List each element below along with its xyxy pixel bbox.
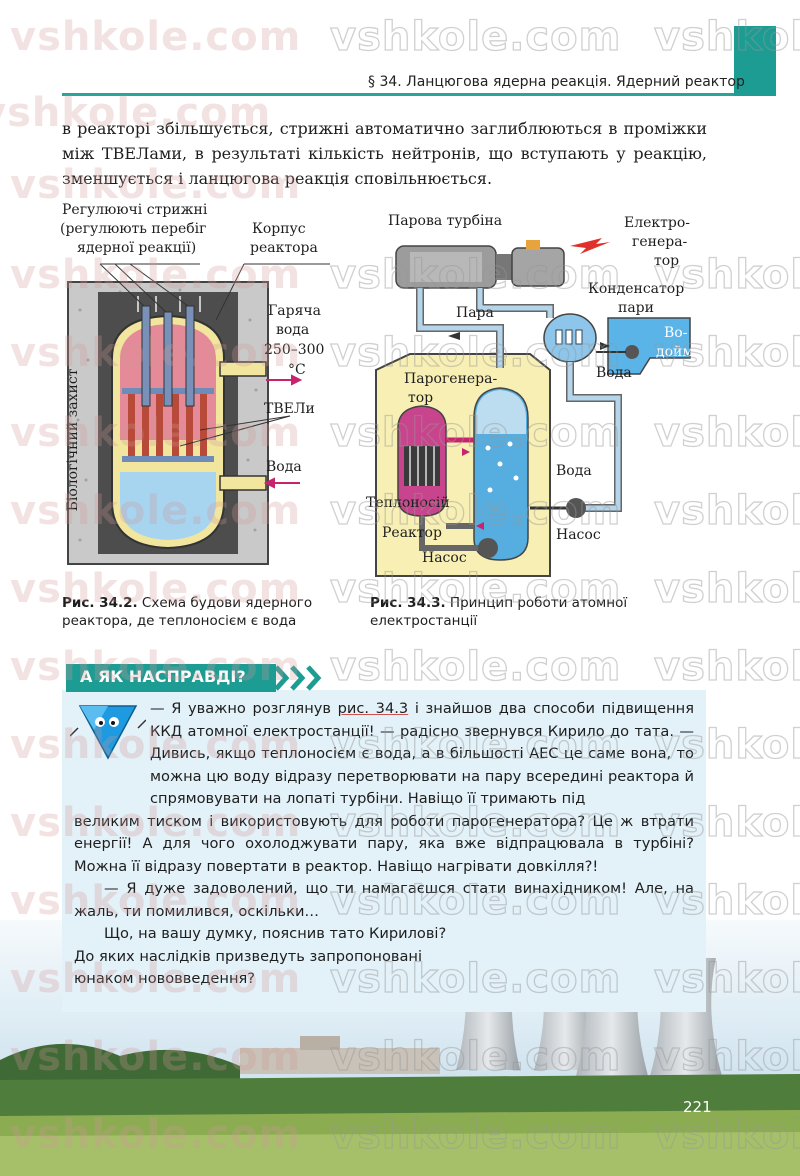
watermark: vshkole.com xyxy=(329,487,622,534)
reactor-diagram xyxy=(67,263,330,565)
intro-paragraph: в реакторі збільшується, стрижні автомат… xyxy=(62,119,707,188)
label-reactor-case: Корпус xyxy=(252,221,306,237)
label-condenser-2: пари xyxy=(618,300,654,316)
watermark: vshkole.com xyxy=(653,955,800,1002)
watermark: vshkole.com xyxy=(653,799,800,846)
caption-fig-34-3-line2: електростанції xyxy=(370,613,478,629)
watermark: vshkole.com xyxy=(10,1034,302,1080)
section-title: § 34. Ланцюгова ядерна реакція. Ядерний … xyxy=(368,74,745,90)
label-hot-water-2: вода xyxy=(276,322,310,338)
watermark: vshkole.com xyxy=(10,566,302,612)
pump-primary xyxy=(478,538,498,558)
watermark: vshkole.com xyxy=(10,488,302,534)
power-plant-diagram xyxy=(375,238,691,577)
watermark: vshkole.com xyxy=(329,409,622,456)
watermark: vshkole.com xyxy=(653,1111,800,1158)
watermark: vshkole.com xyxy=(329,329,622,376)
header-tab xyxy=(734,26,776,96)
label-steam-turbine: Парова турбіна xyxy=(388,213,503,229)
reservoir xyxy=(607,317,691,375)
cold-water xyxy=(120,472,216,540)
watermark: vshkole.com xyxy=(653,487,800,534)
box-title: А ЯК НАСПРАВДІ? xyxy=(80,667,246,686)
label-condenser: Конденсатор xyxy=(588,281,685,297)
watermark: vshkole.com xyxy=(10,644,302,690)
dialog-text: — Я уважно розглянув рис. 34.3 і знайшов… xyxy=(74,698,694,991)
watermark: vshkole.com xyxy=(10,252,302,298)
caption-fig-34-3: Рис. 34.3. Принцип роботи атомної xyxy=(370,595,628,611)
question-paragraph: Що, на вашу думку, пояснив тато Кирилові… xyxy=(74,925,447,987)
dialog-paragraph-1: — Я уважно розглянув рис. 34.3 і знайшов… xyxy=(150,700,695,807)
figure-reference-link[interactable]: рис. 34.3 xyxy=(337,700,409,717)
watermark: vshkole.com xyxy=(10,956,302,1002)
chevron-right-icon xyxy=(274,665,322,691)
label-fuel-rods: ТВЕЛи xyxy=(264,401,315,417)
watermark: vshkole.com xyxy=(653,1033,800,1080)
label-generator: Електро- xyxy=(624,215,691,231)
label-hot-water: Гаряча xyxy=(268,303,322,319)
label-steam: Пара xyxy=(456,305,494,321)
label-water-inlet: Вода xyxy=(266,459,302,475)
box-banner xyxy=(66,664,276,692)
watermark: vshkole.com xyxy=(653,721,800,768)
mascot-icon xyxy=(70,705,146,760)
label-reactor: Реактор xyxy=(382,525,442,541)
watermark: vshkole.com xyxy=(329,1033,622,1080)
watermark: vshkole.com xyxy=(10,162,302,208)
watermark: vshkole.com xyxy=(329,643,622,690)
watermark: vshkole.com xyxy=(653,13,800,60)
caption-fig-34-2: Рис. 34.2. Схема будови ядерного xyxy=(62,595,313,611)
label-pump-secondary: Насос xyxy=(556,527,601,543)
watermark: vshkole.com xyxy=(653,877,800,924)
watermark: vshkole.com xyxy=(10,1112,302,1158)
header-rule xyxy=(62,93,734,96)
info-box xyxy=(62,690,706,1012)
watermark: vshkole.com xyxy=(653,565,800,612)
watermark: vshkole.com xyxy=(329,799,622,846)
label-pump-primary: Насос xyxy=(422,550,467,566)
label-generator-2: генера- xyxy=(632,234,688,250)
watermark: vshkole.com xyxy=(0,90,272,136)
watermark: vshkole.com xyxy=(653,329,800,376)
watermark: vshkole.com xyxy=(653,409,800,456)
label-coolant: Теплоносій xyxy=(366,495,450,511)
label-reactor-case-2: реактора xyxy=(250,240,318,256)
watermark: vshkole.com xyxy=(10,330,302,376)
label-temperature: 250–300 xyxy=(264,342,325,358)
page-number: 221 xyxy=(683,1098,712,1116)
watermark: vshkole.com xyxy=(10,410,302,456)
electricity-bolt xyxy=(570,238,610,254)
watermark: vshkole.com xyxy=(329,251,622,298)
label-control-rods: Регулюючі стрижні xyxy=(62,202,208,218)
watermark: vshkole.com xyxy=(329,877,622,924)
label-steam-generator: Парогенера- xyxy=(404,371,498,387)
watermark: vshkole.com xyxy=(329,565,622,612)
label-water-pump: Вода xyxy=(556,463,592,479)
pump-secondary xyxy=(566,498,586,518)
watermark: vshkole.com xyxy=(329,955,622,1002)
caption-fig-34-2-line2: реактора, де теплоносієм є вода xyxy=(62,613,297,629)
label-steam-generator-2: тор xyxy=(408,390,434,406)
watermark: vshkole.com xyxy=(653,643,800,690)
watermark: vshkole.com xyxy=(653,251,800,298)
dialog-paragraph-2: великим тиском і використовують для робо… xyxy=(74,812,694,875)
label-control-rods-2: (регулюють перебіг xyxy=(60,221,207,237)
label-temperature-unit: °C xyxy=(288,362,306,378)
watermark: vshkole.com xyxy=(329,1111,622,1158)
watermark: vshkole.com xyxy=(10,800,302,846)
watermark: vshkole.com xyxy=(10,878,302,924)
watermark: vshkole.com xyxy=(10,14,302,60)
label-reservoir: Во- xyxy=(664,325,688,341)
label-water-reservoir: Вода xyxy=(596,365,632,381)
watermark: vshkole.com xyxy=(10,722,302,768)
watermark: vshkole.com xyxy=(329,721,622,768)
watermark: vshkole.com xyxy=(329,13,622,60)
dialog-paragraph-3: — Я дуже задоволений, що ти намагаєшся с… xyxy=(74,880,694,920)
label-generator-3: тор xyxy=(654,253,680,269)
label-reservoir-2: дойма xyxy=(656,344,702,360)
label-control-rods-3: ядерної реакції) xyxy=(77,240,197,256)
